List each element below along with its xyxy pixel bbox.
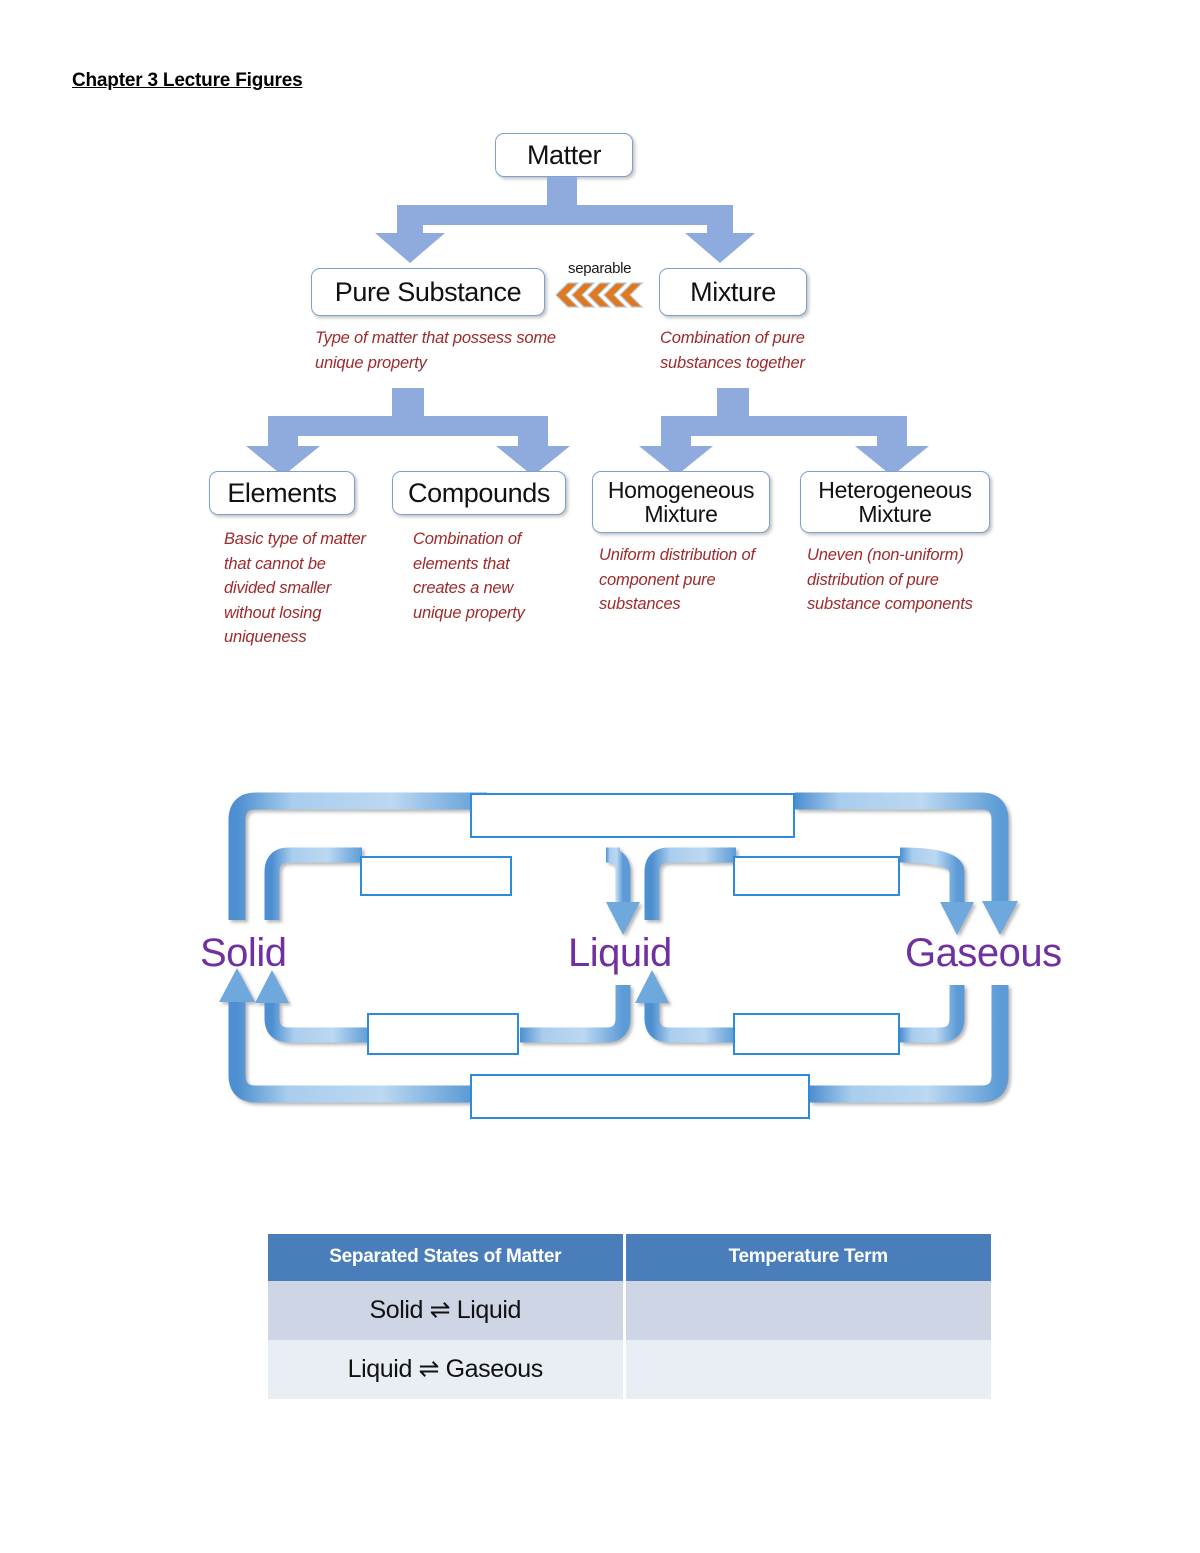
homogeneous-line-2: Mixture <box>644 501 718 527</box>
cell-states-liquid-gaseous: Liquid ⇌ Gaseous <box>268 1340 624 1399</box>
blank-box-solid-to-liquid[interactable] <box>360 856 512 896</box>
node-pure-substance[interactable]: Pure Substance <box>311 268 545 316</box>
blank-box-gaseous-to-liquid[interactable] <box>733 1013 900 1055</box>
node-heterogeneous-mixture[interactable]: Heterogeneous Mixture <box>800 471 990 533</box>
node-matter[interactable]: Matter <box>495 133 633 177</box>
annotation-homogeneous: Uniform distribution of component pure s… <box>599 546 755 614</box>
blank-box-solid-to-gaseous-top[interactable] <box>470 793 795 838</box>
states-temperature-table: Separated States of Matter Temperature T… <box>268 1234 991 1399</box>
table-header-temperature: Temperature Term <box>622 1234 991 1281</box>
blank-box-liquid-to-solid[interactable] <box>367 1013 519 1055</box>
table-row: Solid ⇌ Liquid <box>268 1281 991 1340</box>
chevron-left-icon <box>552 282 658 310</box>
table-row: Liquid ⇌ Gaseous <box>268 1340 991 1399</box>
split-arrow-mixture <box>639 388 965 478</box>
node-mixture[interactable]: Mixture <box>659 268 807 316</box>
annotation-mixture: Combination of pure substances together <box>660 329 805 372</box>
node-compounds[interactable]: Compounds <box>392 471 566 515</box>
split-arrow-pure-substance <box>246 388 582 478</box>
cell-states-solid-liquid: Solid ⇌ Liquid <box>268 1281 624 1340</box>
annotation-elements: Basic type of matter that cannot be divi… <box>224 530 366 647</box>
state-label-liquid: Liquid <box>568 931 672 975</box>
cell-temperature-liquid-gaseous[interactable] <box>622 1340 991 1399</box>
homogeneous-line-1: Homogeneous <box>607 476 755 503</box>
heterogeneous-line-1: Heterogeneous <box>818 476 972 503</box>
state-label-gaseous: Gaseous <box>905 931 1062 975</box>
annotation-heterogeneous: Uneven (non-uniform) distribution of pur… <box>807 546 973 614</box>
node-homogeneous-mixture[interactable]: Homogeneous Mixture <box>592 471 770 533</box>
table-header-row: Separated States of Matter Temperature T… <box>268 1234 991 1281</box>
blank-box-gaseous-to-solid-bottom[interactable] <box>470 1074 810 1119</box>
node-elements[interactable]: Elements <box>209 471 355 515</box>
separable-label: separable <box>568 260 632 277</box>
heterogeneous-line-2: Mixture <box>858 501 932 527</box>
annotation-compounds: Combination of elements that creates a n… <box>413 530 525 622</box>
blank-box-liquid-to-gaseous[interactable] <box>733 856 900 896</box>
page-title: Chapter 3 Lecture Figures <box>72 70 303 91</box>
table-header-states: Separated States of Matter <box>268 1234 624 1281</box>
split-arrow-matter <box>365 177 765 267</box>
annotation-pure-substance: Type of matter that possess some unique … <box>315 329 556 372</box>
state-label-solid: Solid <box>200 931 287 975</box>
cell-temperature-solid-liquid[interactable] <box>622 1281 991 1340</box>
